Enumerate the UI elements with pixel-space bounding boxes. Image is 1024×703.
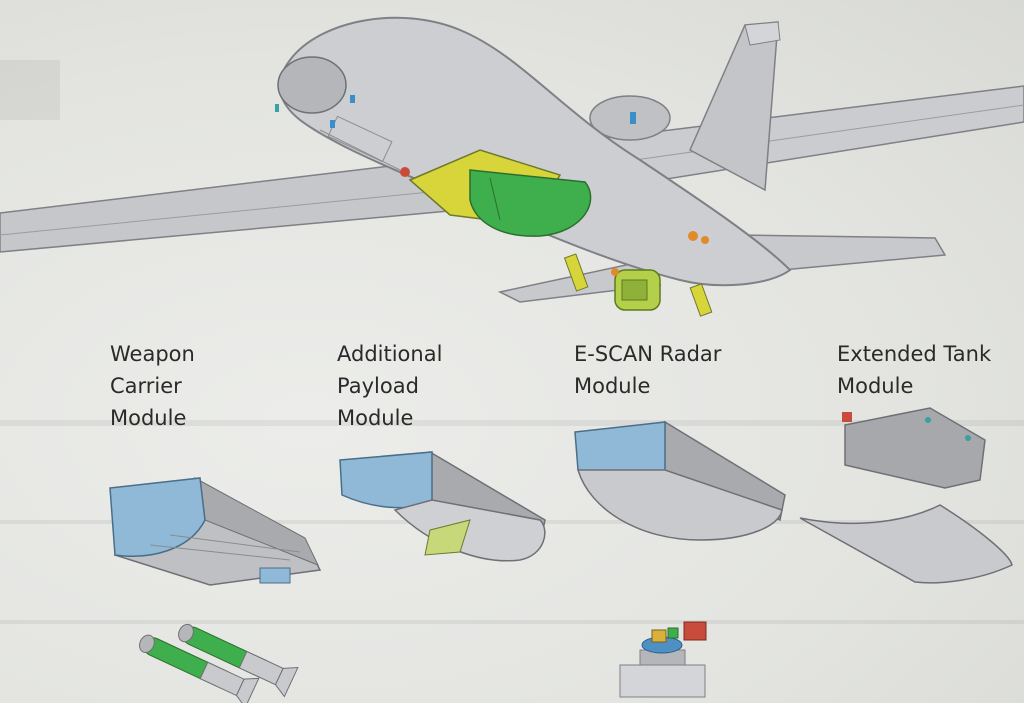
label-line: Module [337,406,414,430]
weapon-carrier-module-drawing [109,477,322,586]
label-line: Carrier [110,374,182,398]
label-line: Module [574,374,651,398]
missiles-drawing [139,623,299,703]
fuselage [278,16,792,287]
escan-radar-module-label: E-SCAN Radar Module [574,338,721,402]
label-line: Weapon [110,342,195,366]
escan-radar-module-drawing [574,420,786,541]
label-line: Extended Tank [837,342,992,366]
label-line: Module [837,374,914,398]
label-line: Additional [337,342,443,366]
label-line: E-SCAN Radar [574,342,722,366]
label-line: Payload [337,374,419,398]
label-line: Module [110,406,187,430]
additional-payload-module-drawing [339,450,546,562]
weapon-carrier-module-label: Weapon Carrier Module [110,338,195,434]
extended-tank-module-drawing [799,407,1013,584]
nose-dome [277,56,347,114]
drone [0,16,1024,317]
extended-tank-module-label: Extended Tank Module [837,338,991,402]
additional-payload-module-label: Additional Payload Module [337,338,442,434]
left-wing [0,159,462,253]
sensor-unit-drawing [619,621,707,698]
